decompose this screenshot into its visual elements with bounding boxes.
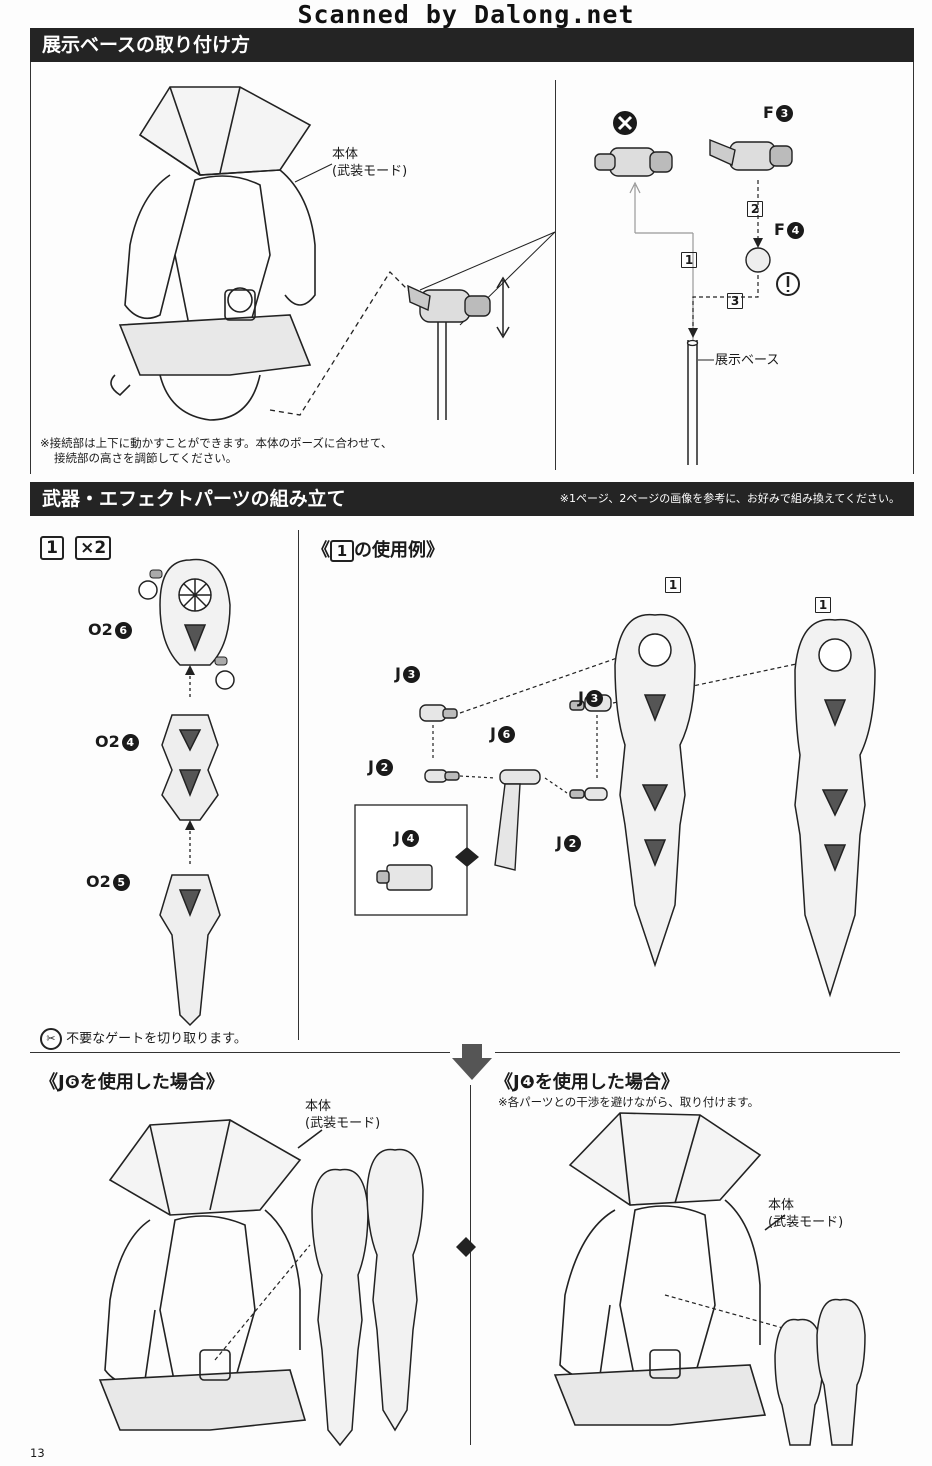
section1-title: 展示ベースの取り付け方	[42, 34, 251, 56]
right-body-label-line1: 本体	[768, 1198, 795, 1213]
weapon-box-2: 1	[815, 594, 831, 613]
step-3-number: 3	[727, 293, 743, 309]
base-assembly-diagram	[594, 111, 800, 465]
section1-divider	[555, 80, 556, 470]
stand-connection-diagram	[269, 231, 556, 420]
section1-note-line1: ※接続部は上下に動かすことができます。本体のポーズに合わせて、	[40, 436, 393, 450]
nipper-icon	[456, 1237, 476, 1257]
part-j2a-letter: J	[368, 757, 374, 776]
left-case-title: 《J❻を使用した場合》	[40, 1072, 224, 1093]
part-o2-5-letters: O2	[86, 872, 111, 891]
step-2-box: 2	[747, 198, 763, 217]
step-1-number: 1	[681, 252, 697, 268]
step-1-box: 1	[681, 249, 697, 268]
part-j3b-letter: J	[578, 688, 584, 707]
gate-note: ✂ 不要なゲートを切り取ります。	[40, 1028, 247, 1050]
part-j4-number: 4	[401, 830, 419, 847]
usage-title-text: の使用例》	[354, 540, 444, 561]
figure-with-j6-illustration	[98, 1119, 424, 1447]
usage-title-box: 1	[330, 540, 354, 562]
part-o2-6-letters: O2	[88, 620, 113, 639]
right-case-title: 《J❹を使用した場合》	[495, 1072, 679, 1093]
left-body-label-line1: 本体	[305, 1099, 332, 1114]
base-label: 展示ベース	[715, 353, 780, 368]
part-o2-5-number: 5	[112, 874, 130, 891]
part-j3a-letter: J	[395, 664, 401, 683]
right-case-note: ※各パーツとの干渉を避けながら、取り付けます。	[498, 1095, 760, 1109]
weapon-box-1: 1	[665, 574, 681, 593]
base-leader	[698, 359, 714, 361]
part-j2b-number: 2	[563, 835, 581, 852]
step-box-group: 1 ×2	[40, 536, 112, 560]
section1-header: 展示ベースの取り付け方	[30, 28, 914, 62]
left-body-label: 本体 (武装モード)	[305, 1098, 380, 1132]
usage-title-open: 《	[312, 540, 330, 561]
part-j4-letter: J	[394, 828, 400, 847]
part-j2b-letter: J	[556, 833, 562, 852]
section2-multiplier: ×2	[75, 536, 112, 560]
step-2-number: 2	[747, 201, 763, 217]
part-j6-letter: J	[490, 724, 496, 743]
part-j6-number: 6	[497, 726, 515, 743]
left-body-label-line2: (武装モード)	[305, 1116, 381, 1131]
section2-divider	[298, 530, 299, 1040]
figure-body-illustration	[110, 86, 316, 421]
section2-title: 武器・エフェクトパーツの組み立て	[42, 488, 346, 510]
gate-note-text: 不要なゲートを切り取ります。	[66, 1031, 247, 1047]
section1-note: ※接続部は上下に動かすことができます。本体のポーズに合わせて、 接続部の高さを調…	[40, 436, 392, 466]
part-j3b-number: 3	[585, 690, 603, 707]
section2-header: 武器・エフェクトパーツの組み立て ※1ページ、2ページの画像を参考に、お好みで組…	[30, 482, 914, 516]
weapon-box-2-number: 1	[815, 597, 831, 613]
watermark: Scanned by Dalong.net	[297, 0, 635, 29]
step-3-box: 3	[727, 290, 743, 309]
part-j3a-number: 3	[402, 666, 420, 683]
down-arrow-icon	[452, 1044, 492, 1080]
j-parts-assembly-diagram	[354, 613, 876, 998]
section2-note: ※1ページ、2ページの画像を参考に、お好みで組み換えてください。	[559, 492, 900, 505]
right-body-label-line2: (武装モード)	[768, 1215, 844, 1230]
weapon-exploded-diagram	[138, 558, 235, 1027]
frame-left	[30, 62, 31, 474]
body-label-line1: 本体	[332, 147, 359, 162]
part-o2-4-number: 4	[121, 734, 139, 751]
section3-divider	[470, 1085, 471, 1445]
part-f4-letter: F	[774, 220, 785, 239]
part-o2-4-letters: O2	[95, 732, 120, 751]
right-body-label: 本体 (武装モード)	[768, 1197, 843, 1231]
part-j2a-number: 2	[375, 759, 393, 776]
section3-rule-left	[30, 1052, 450, 1053]
cutter-icon: ✂	[40, 1028, 62, 1050]
page-number: 13	[30, 1446, 45, 1460]
figure-with-j4-illustration	[553, 1112, 866, 1446]
part-f3-letter: F	[763, 103, 774, 122]
section1-body-label: 本体 (武装モード)	[332, 146, 407, 180]
frame-right	[913, 62, 914, 474]
body-leader-line	[294, 163, 333, 183]
section3-rule-right	[495, 1052, 900, 1053]
part-f4-number: 4	[786, 222, 804, 239]
section1-note-line2: 接続部の高さを調節してください。	[54, 451, 238, 465]
body-label-line2: (武装モード)	[332, 164, 408, 179]
section2-step-number: 1	[40, 536, 64, 560]
part-f3-number: 3	[775, 105, 793, 122]
weapon-box-1-number: 1	[665, 577, 681, 593]
part-o2-6-number: 6	[114, 622, 132, 639]
